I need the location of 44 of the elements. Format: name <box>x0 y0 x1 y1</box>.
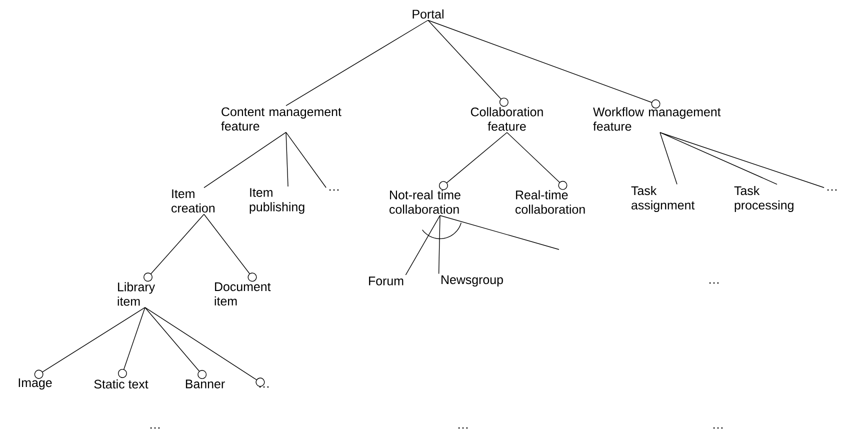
ellipsis: … <box>709 282 719 284</box>
feature-label: Item creation <box>172 189 214 213</box>
ellipsis: … <box>713 427 723 429</box>
connector <box>440 215 560 250</box>
connector <box>660 132 778 185</box>
feature-label: Not-real time collaboration <box>390 190 460 214</box>
optional-connector <box>34 307 146 379</box>
connector <box>286 132 326 188</box>
optional-connector <box>144 307 265 387</box>
feature-label: Library item <box>118 282 156 306</box>
connector <box>660 132 678 185</box>
feature-label: Forum <box>369 276 404 286</box>
optional-connector <box>438 132 508 190</box>
ellipsis: … <box>458 427 468 429</box>
connector <box>660 132 824 188</box>
optional-connector <box>506 132 568 190</box>
feature-label: Task assignment <box>631 186 695 212</box>
feature-label: Newsgroup <box>442 275 503 287</box>
optional-connector <box>144 307 207 380</box>
feature-label: Static text <box>94 379 148 389</box>
feature-label: … <box>329 189 339 191</box>
connector <box>286 20 428 106</box>
connector <box>204 132 286 188</box>
feature-label: Document item <box>214 282 271 306</box>
feature-label: Content management feature <box>221 107 342 131</box>
feature-label: … <box>827 189 837 191</box>
feature-label: Portal <box>412 9 444 19</box>
connector <box>405 215 440 276</box>
optional-connector <box>428 20 660 108</box>
feature-label: Banner <box>186 380 225 388</box>
feature-label: Workflow management feature <box>593 107 721 131</box>
feature-label: Real-time collaboration <box>516 190 585 214</box>
optional-connector <box>428 20 508 107</box>
feature-label: Item publishing <box>250 188 304 214</box>
connector <box>286 132 288 187</box>
connector <box>438 215 440 274</box>
optional-connector <box>144 214 204 282</box>
feature-label: Task processing <box>734 186 794 212</box>
ellipsis: … <box>150 427 160 429</box>
optional-connector <box>204 214 257 282</box>
feature-label: Collaboration feature <box>470 107 543 131</box>
feature-label: … <box>259 386 269 388</box>
optional-connector <box>118 307 146 378</box>
feature-label: Image <box>18 378 52 390</box>
